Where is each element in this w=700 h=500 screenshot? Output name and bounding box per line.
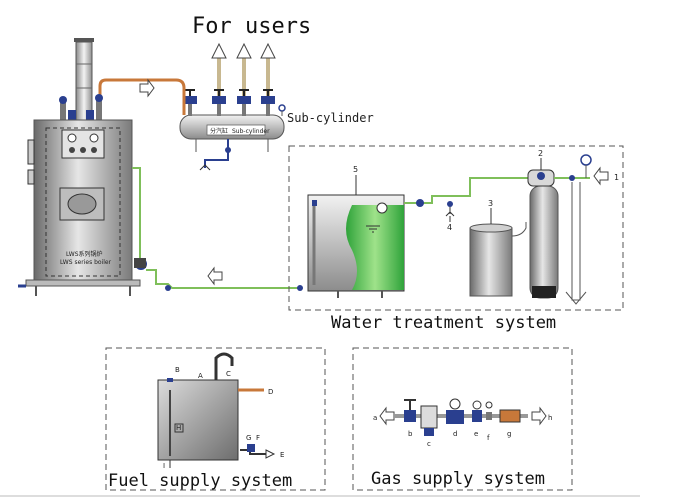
boiler-label-cn: LWS系列锅炉 <box>66 250 103 258</box>
sub-cylinder: 分汽缸 Sub-cylinder <box>179 114 285 171</box>
softener-column: 2 <box>527 149 559 299</box>
gas-label-b: b <box>408 430 413 438</box>
fuel-label-f: F <box>256 434 260 442</box>
gas-label-d: d <box>453 430 457 438</box>
gas-label-c: c <box>427 440 431 448</box>
gas-label-h: h <box>548 414 552 422</box>
gas-supply-box <box>352 347 573 491</box>
fuel-label-i: I <box>163 462 165 470</box>
boiler-label-en: LWS series boiler <box>60 259 112 266</box>
inlet-valve <box>416 199 424 207</box>
steam-main-pipe <box>98 78 186 115</box>
sub-cylinder-label: Sub-cylinder <box>287 111 374 125</box>
fuel-tank <box>157 352 276 468</box>
sub-cylinder-valves <box>183 89 286 116</box>
fuel-label-b: B <box>175 366 180 374</box>
fuel-supply-title: Fuel supply system <box>108 471 292 491</box>
steam-flow-arrow <box>139 78 155 98</box>
fuel-label-h: H <box>176 424 181 432</box>
for-users-title: For users <box>192 14 311 39</box>
fuel-supply-box <box>105 347 326 491</box>
callout-4: 4 <box>447 223 452 232</box>
gas-label-g: g <box>507 430 511 438</box>
water-tank: 5 <box>307 165 405 298</box>
boiler: LWS系列锅炉 LWS series boiler <box>18 38 141 296</box>
gas-train <box>379 398 547 436</box>
gas-label-a: a <box>373 414 377 422</box>
callout-2: 2 <box>538 149 543 158</box>
fuel-label-e: E <box>280 451 284 459</box>
water-treatment-title: Water treatment system <box>331 313 556 333</box>
gas-supply-title: Gas supply system <box>371 469 545 489</box>
fuel-label-d: D <box>268 388 273 396</box>
callout-3: 3 <box>488 199 493 208</box>
raw-water-inlet: 1 <box>554 154 619 305</box>
fuel-label-g: G <box>246 434 251 442</box>
fuel-label-a: A <box>198 372 203 380</box>
water-treatment-box <box>288 145 624 311</box>
callout-5: 5 <box>353 165 358 174</box>
sub-cylinder-plate-cn: 分汽缸 <box>210 127 228 135</box>
brine-tank: 3 <box>469 199 527 297</box>
callout-1: 1 <box>614 173 619 182</box>
fuel-label-c: C <box>226 370 231 378</box>
softened-water-pipe <box>404 177 528 204</box>
feed-water-pipe <box>132 167 303 291</box>
gas-label-f: f <box>487 434 490 442</box>
gas-label-e: e <box>474 430 478 438</box>
sub-cylinder-plate-en: Sub-cylinder <box>232 128 270 135</box>
